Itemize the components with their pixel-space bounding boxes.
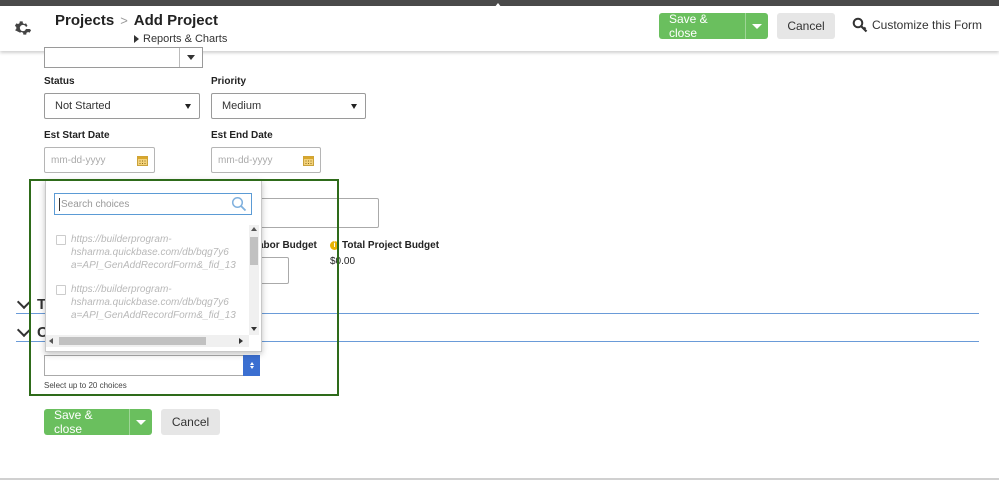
upper-select[interactable] <box>44 47 203 68</box>
est-end-input[interactable]: mm-dd-yyyy <box>211 147 321 173</box>
horizontal-scrollbar[interactable] <box>46 335 249 347</box>
est-start-label: Est Start Date <box>44 130 110 141</box>
scroll-left-icon[interactable] <box>49 338 53 344</box>
footer-save-close-button-group: Save & close <box>44 409 152 435</box>
customize-form-link[interactable]: Customize this Form <box>852 17 982 33</box>
choice-text: https://builderprogram- hsharma.quickbas… <box>71 234 236 271</box>
priority-value: Medium <box>222 100 262 112</box>
est-end-placeholder: mm-dd-yyyy <box>218 154 273 166</box>
vertical-scroll-thumb[interactable] <box>250 237 258 265</box>
info-icon[interactable]: i <box>330 241 339 250</box>
total-budget-value: $0.00 <box>330 256 356 267</box>
chevron-down-icon <box>351 104 357 109</box>
breadcrumb-projects[interactable]: Projects <box>55 12 115 29</box>
total-budget-label: Total Project Budget <box>342 240 440 251</box>
scroll-down-icon[interactable] <box>251 327 257 331</box>
status-select[interactable]: Not Started <box>44 93 200 119</box>
section-divider-2 <box>16 341 979 342</box>
reports-charts-toggle[interactable]: Reports & Charts <box>134 33 227 45</box>
search-choices-input[interactable]: Search choices <box>54 193 252 215</box>
footer-cancel-button[interactable]: Cancel <box>161 409 220 435</box>
sort-up-icon <box>249 362 254 365</box>
vertical-scrollbar[interactable] <box>249 225 259 335</box>
choice-checkbox[interactable] <box>56 235 66 245</box>
status-value: Not Started <box>55 100 111 112</box>
chevron-down-icon <box>135 419 146 425</box>
section-divider-1 <box>16 313 979 314</box>
choices-list: https://builderprogram- hsharma.quickbas… <box>46 225 249 335</box>
section-title-2[interactable]: C <box>37 324 48 341</box>
search-icon <box>231 196 247 212</box>
chevron-down-icon <box>187 55 195 60</box>
triangle-right-icon <box>134 35 139 43</box>
choice-text: https://builderprogram- hsharma.quickbas… <box>71 284 236 321</box>
priority-label: Priority <box>211 76 247 87</box>
reports-charts-label: Reports & Charts <box>143 33 228 45</box>
customize-form-label: Customize this Form <box>872 18 983 32</box>
gear-icon[interactable] <box>14 19 32 37</box>
breadcrumb: Projects > Add Project <box>55 12 218 29</box>
scroll-right-icon[interactable] <box>239 338 243 344</box>
chevron-down-icon <box>751 23 762 29</box>
multiselect-toggle-button[interactable] <box>243 355 260 376</box>
search-placeholder: Search choices <box>61 198 130 210</box>
horizontal-scroll-thumb[interactable] <box>59 337 206 345</box>
choice-checkbox[interactable] <box>56 285 66 295</box>
highlight-box <box>29 179 339 396</box>
chevron-down-icon <box>185 104 191 109</box>
est-start-input[interactable]: mm-dd-yyyy <box>44 147 155 173</box>
footer-save-close-button[interactable]: Save & close <box>54 409 93 435</box>
est-end-label: Est End Date <box>211 130 273 141</box>
upper-select-button[interactable] <box>179 48 202 67</box>
total-budget-label-group: i Total Project Budget <box>330 240 439 251</box>
multiselect-field[interactable] <box>44 355 260 376</box>
calendar-icon[interactable] <box>137 155 148 166</box>
save-close-button-group: Save & close <box>659 13 768 39</box>
page-title: Add Project <box>133 12 218 29</box>
multiselect-hint: Select up to 20 choices <box>44 381 127 390</box>
labor-budget-label: abor Budget <box>258 240 317 251</box>
footer-save-options-dropdown[interactable] <box>128 409 152 435</box>
text-caret <box>59 198 60 211</box>
status-label: Status <box>44 76 75 87</box>
key-search-icon <box>852 17 868 33</box>
calendar-icon[interactable] <box>303 155 314 166</box>
choices-dropdown: Search choices https://builderprogram- h… <box>45 180 262 352</box>
save-options-dropdown[interactable] <box>744 13 768 39</box>
priority-select[interactable]: Medium <box>211 93 366 119</box>
breadcrumb-separator: > <box>120 13 128 28</box>
cancel-button[interactable]: Cancel <box>777 13 835 39</box>
page-header: Projects > Add Project Reports & Charts Sa… <box>0 6 999 51</box>
scroll-up-icon[interactable] <box>251 227 257 231</box>
est-start-placeholder: mm-dd-yyyy <box>51 154 106 166</box>
section-title-1[interactable]: T <box>37 296 47 313</box>
sort-down-icon <box>249 366 254 369</box>
bottom-divider <box>0 478 999 480</box>
save-close-button[interactable]: Save & close <box>669 13 708 39</box>
